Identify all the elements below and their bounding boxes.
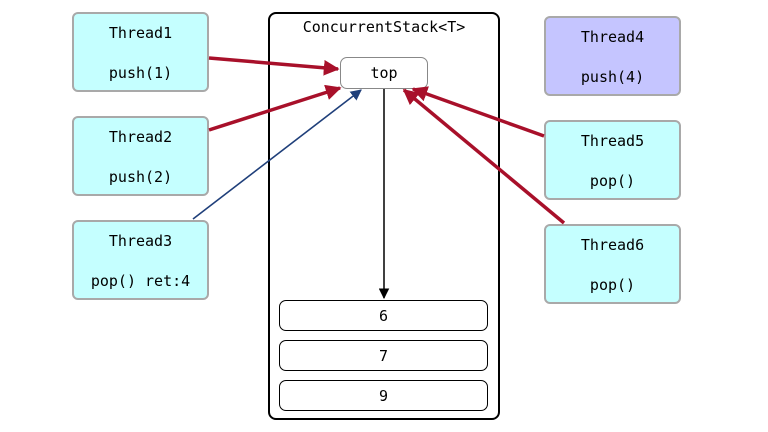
thread-box-3: Thread3 pop() ret:4 [72,220,209,300]
thread6-arrow [402,88,566,225]
stack-title: ConcurrentStack<T> [302,18,466,36]
thread-operation: pop() [589,172,636,190]
stack-node-3: 9 [279,380,488,411]
stack-node-value: 6 [378,306,389,325]
top-pointer-label: top [370,64,398,82]
stack-node-value: 7 [378,346,389,365]
stack-node-value: 9 [378,386,389,405]
thread-operation: push(4) [580,68,645,86]
thread-name: Thread6 [580,236,645,254]
thread-name: Thread5 [580,132,645,150]
thread3-arrow [192,89,362,220]
thread1-arrow [208,56,340,76]
thread-operation: pop() ret:4 [90,272,191,290]
thread-box-1: Thread1 push(1) [72,12,209,92]
thread5-arrow [411,86,545,138]
thread-box-5: Thread5 pop() [544,120,681,200]
thread-box-6: Thread6 pop() [544,224,681,304]
thread-box-2: Thread2 push(2) [72,116,209,196]
thread-name: Thread2 [108,128,173,146]
top-pointer: top [340,57,428,89]
thread-operation: pop() [589,276,636,294]
thread-box-4: Thread4 push(4) [544,16,681,96]
thread2-arrow [208,84,342,132]
thread-operation: push(2) [108,168,173,186]
stack-node-1: 6 [279,300,488,331]
stack-node-2: 7 [279,340,488,371]
thread-operation: push(1) [108,64,173,82]
thread-name: Thread3 [108,232,173,250]
thread-name: Thread1 [108,24,173,42]
thread-name: Thread4 [580,28,645,46]
